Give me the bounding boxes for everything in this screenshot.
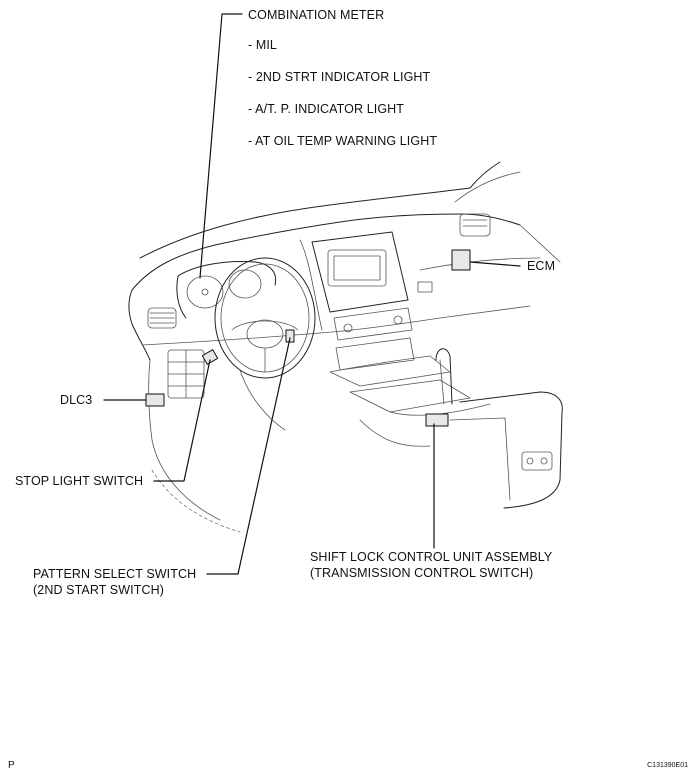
ecm-part [451, 249, 471, 271]
dlc3-part [145, 393, 165, 407]
leader-stop-light-switch [153, 359, 211, 482]
shift-lock-unit-part [425, 413, 449, 427]
label-stop-light-switch: STOP LIGHT SWITCH [15, 474, 144, 488]
label-atp-indicator: - A/T. P. INDICATOR LIGHT [248, 102, 405, 116]
left-vent [147, 307, 205, 399]
leader-combination-meter [199, 13, 243, 279]
label-2nd-strt-indicator: - 2ND STRT INDICATOR LIGHT [248, 70, 431, 84]
leader-ecm [469, 261, 521, 267]
dashboard-outline [128, 161, 561, 533]
label-shift-lock-line2: (TRANSMISSION CONTROL SWITCH) [310, 566, 534, 580]
label-at-oil-temp: - AT OIL TEMP WARNING LIGHT [248, 134, 438, 148]
footer-left-marker: P [8, 760, 15, 771]
center-console [329, 348, 563, 509]
steering-wheel [214, 257, 316, 431]
label-shift-lock-line1: SHIFT LOCK CONTROL UNIT ASSEMBLY [310, 550, 553, 564]
label-pattern-select-line2: (2ND START SWITCH) [33, 583, 164, 597]
figure-code: C131390E01 [647, 762, 688, 769]
pattern-select-switch-part [285, 329, 295, 343]
combination-meter-hood [176, 261, 277, 319]
center-stack [299, 231, 415, 371]
leader-pattern-select-switch [206, 337, 291, 575]
stop-light-switch-part [201, 349, 219, 365]
label-mil: - MIL [248, 38, 277, 52]
label-pattern-select-line1: PATTERN SELECT SWITCH [33, 567, 197, 581]
label-dlc3: DLC3 [60, 393, 93, 407]
label-combination-meter: COMBINATION METER [248, 8, 385, 22]
label-ecm: ECM [527, 259, 556, 273]
right-vent [417, 213, 541, 293]
